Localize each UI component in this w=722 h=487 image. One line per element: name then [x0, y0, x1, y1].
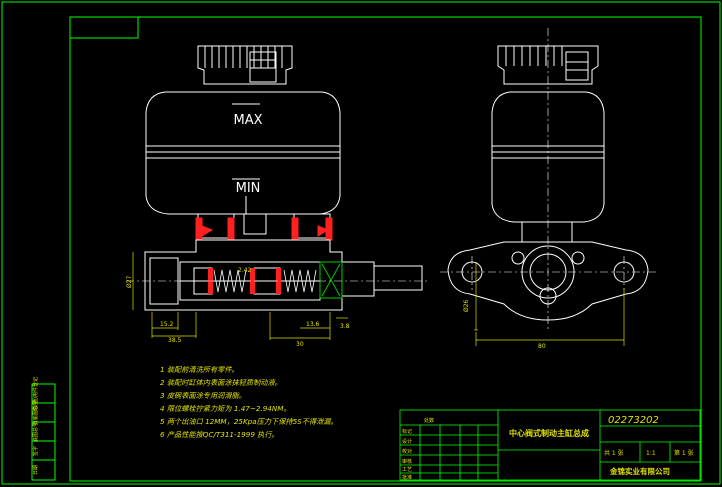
- left-strip-label-2: 底图总号: [32, 422, 39, 442]
- title-row-label-1: 设计: [402, 438, 412, 445]
- title-company: 金锦实业有限公司: [609, 466, 670, 476]
- title-block: [399, 409, 701, 481]
- title-sheets: 共 1 张: [604, 449, 624, 457]
- reservoir-max-label: MAX: [233, 113, 262, 128]
- side-reservoir-body: [491, 91, 605, 223]
- title-row-label-4: 工艺: [402, 467, 412, 473]
- reservoir-cap: [197, 45, 293, 85]
- note-5: 5 两个出油口 12MM，25Kpa压力下保持5S不得泄漏。: [160, 417, 338, 426]
- title-scale: 1:1: [646, 450, 656, 457]
- title-col-header: 处数: [424, 417, 434, 424]
- side-flange: [447, 241, 649, 321]
- dim-front-d: 13.6: [306, 321, 320, 328]
- technical-notes: 1 装配前清洗所有零件。 2 装配时缸体内表面涂抹轻质制动液。 3 皮碗表面涂专…: [160, 365, 338, 439]
- title-drawing-number: 02273202: [608, 415, 659, 426]
- dim-front-e: 3.8: [340, 323, 350, 330]
- title-block-rows: 标记 设计 校对 审核 工艺 批准 处数: [402, 417, 434, 481]
- note-3: 3 皮碗表面涂专用润滑脂。: [160, 391, 246, 400]
- side-dimensions: [474, 262, 625, 346]
- seal-group: [195, 217, 333, 241]
- side-cap: [497, 45, 599, 85]
- note-2: 2 装配时缸体内表面涂抹轻质制动液。: [160, 378, 282, 387]
- dim-front-a: 15.2: [160, 321, 174, 328]
- left-strip-label-3: 签字: [32, 446, 39, 456]
- dim-front-inner: 2.42: [238, 267, 252, 274]
- left-strip-label-1: 旧底图总号: [32, 400, 39, 425]
- dim-side-height: Ø26: [463, 299, 470, 312]
- title-row-label-3: 审核: [402, 458, 412, 465]
- dim-front-b: 38.5: [168, 337, 182, 344]
- cylinder-body-section: [144, 239, 423, 311]
- title-row-label-2: 校对: [402, 448, 412, 455]
- dim-side-width: 80: [538, 343, 546, 350]
- title-sheet-index: 第 1 张: [674, 449, 694, 457]
- note-6: 6 产品性能按QC/T311-1999 执行。: [160, 430, 279, 439]
- springs: [213, 269, 317, 293]
- title-row-label-0: 标记: [402, 428, 412, 435]
- front-dimensions: [132, 252, 348, 340]
- note-1: 1 装配前清洗所有零件。: [160, 365, 239, 374]
- dim-front-c: 30: [296, 341, 304, 348]
- reservoir-min-label: MIN: [236, 181, 261, 196]
- front-view: [145, 45, 341, 239]
- note-4: 4 限位螺栓拧紧力矩为 1.47~2.94NM。: [160, 404, 291, 413]
- title-row-label-5: 批准: [402, 474, 412, 481]
- dim-front-bore: Ø27: [126, 275, 133, 288]
- title-part-name: 中心阀式制动主缸总成: [509, 428, 589, 438]
- left-strip-label-4: 日期: [33, 465, 39, 475]
- side-centerlines: [440, 28, 656, 332]
- left-strip-label-0: 借(通)用件登记: [32, 377, 39, 411]
- left-strip: 借(通)用件登记 旧底图总号 底图总号 签字 日期: [31, 377, 56, 481]
